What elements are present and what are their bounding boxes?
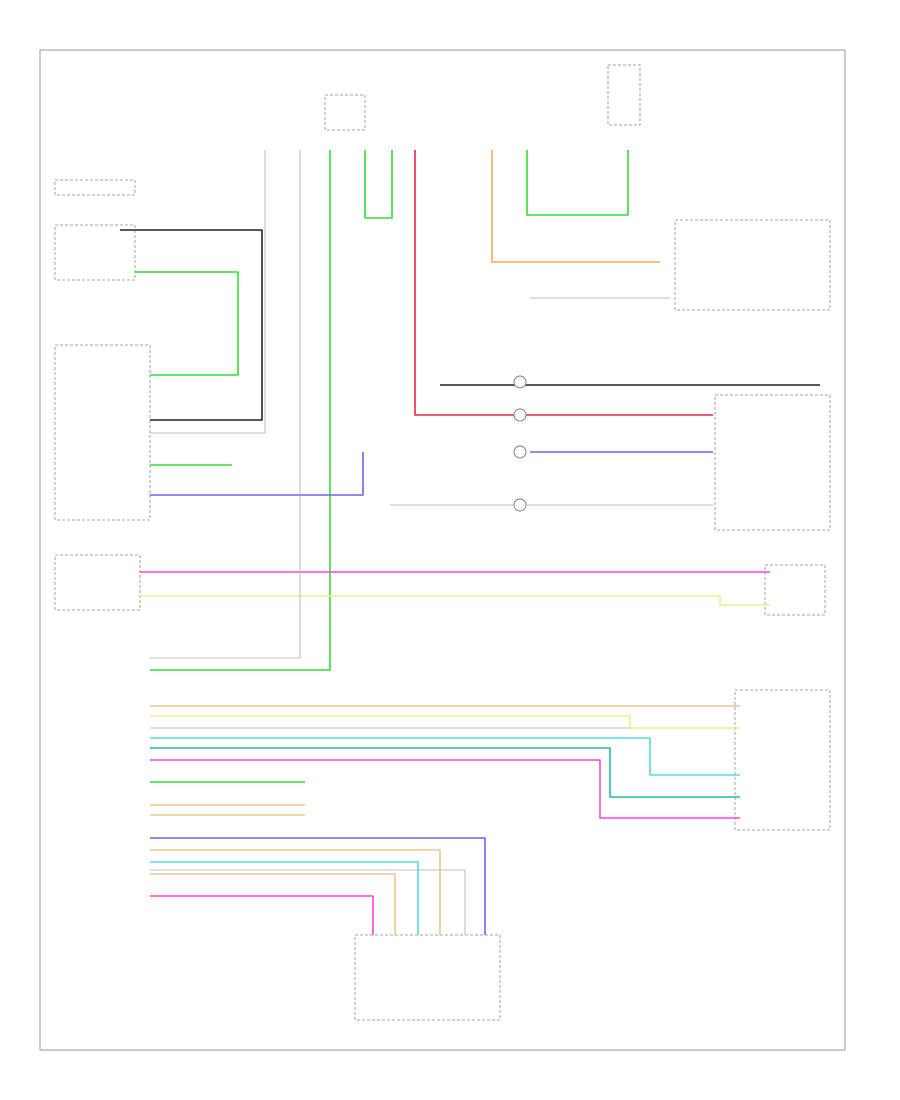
wire-yellow-1 bbox=[140, 595, 770, 606]
wire-red bbox=[414, 150, 713, 416]
wire-tan-bottom bbox=[150, 849, 441, 935]
wire-gray-1 bbox=[150, 150, 266, 434]
wire-cyan-bottom bbox=[150, 861, 419, 935]
component-top-fuse-box bbox=[324, 94, 366, 131]
wire-teal-1 bbox=[150, 747, 740, 798]
wire-blue-short bbox=[150, 452, 364, 496]
component-top-right-box bbox=[607, 64, 641, 126]
wire-yellow-2 bbox=[150, 715, 740, 729]
wire-gray-6 bbox=[150, 869, 466, 935]
component-bottom-module bbox=[354, 934, 501, 1021]
component-left-module-mid bbox=[54, 224, 136, 281]
wire-magenta-2 bbox=[150, 759, 740, 819]
component-right-lower-box bbox=[734, 689, 831, 831]
connector-circle-1 bbox=[513, 375, 527, 389]
connector-circle-2 bbox=[513, 408, 527, 422]
wire-black-left-1 bbox=[120, 229, 263, 421]
wire-green-left-module bbox=[135, 271, 239, 376]
wire-gray-2 bbox=[150, 150, 301, 659]
component-right-module-upper bbox=[674, 219, 831, 311]
wires-layer bbox=[120, 150, 820, 935]
wire-tan-bottom-2 bbox=[150, 873, 396, 935]
wire-green-top-left bbox=[364, 150, 393, 219]
component-tcm-label-box bbox=[54, 554, 141, 611]
wire-cyan-1 bbox=[150, 737, 740, 776]
wire-magenta-bottom bbox=[150, 895, 374, 935]
component-left-module-top bbox=[54, 179, 136, 196]
connector-circle-3 bbox=[513, 445, 527, 459]
component-right-sensor bbox=[764, 564, 826, 616]
wire-green-top-right bbox=[526, 150, 629, 216]
wire-green-long bbox=[150, 150, 331, 671]
wire-orange bbox=[491, 150, 660, 263]
component-body-control-module bbox=[54, 344, 151, 521]
connector-circle-4 bbox=[513, 498, 527, 512]
components-layer bbox=[39, 49, 846, 1051]
component-steering-wheel-controls bbox=[714, 394, 831, 531]
component-outer-frame bbox=[39, 49, 846, 1051]
connectors-layer bbox=[513, 375, 527, 512]
wire-blue-bottom bbox=[150, 837, 486, 935]
